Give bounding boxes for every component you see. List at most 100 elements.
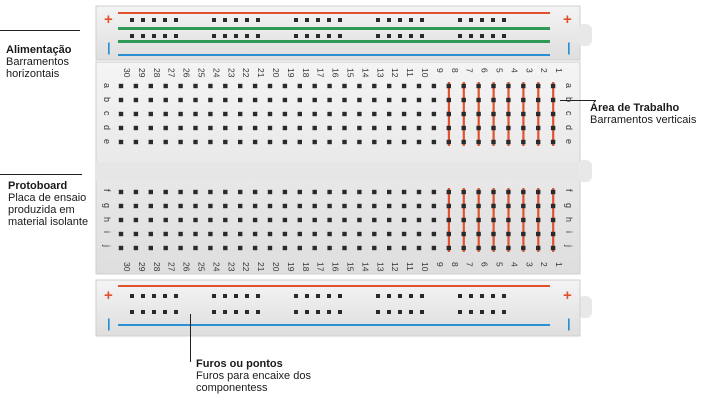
hole	[342, 97, 347, 103]
column-number-bottom: 6	[480, 262, 490, 267]
hole	[416, 83, 422, 89]
label-protoboard: Protoboard Placa de ensaio produzida em …	[8, 180, 98, 228]
rail-hole	[163, 18, 167, 22]
hole	[506, 245, 511, 251]
rail-hole	[174, 294, 178, 298]
rail-hole	[294, 294, 298, 298]
alimentacao-subtitle: Barramentos horizontais	[6, 56, 69, 80]
hole	[536, 203, 541, 209]
hole	[267, 125, 273, 131]
right-notch-mid	[578, 160, 592, 182]
right-notch-bottom	[578, 296, 592, 318]
rail-hole	[480, 18, 484, 22]
hole	[536, 125, 541, 131]
hole	[163, 217, 168, 223]
hole	[550, 245, 556, 251]
hole	[252, 245, 258, 251]
hole	[387, 139, 392, 145]
column-number-bottom: 13	[375, 262, 385, 272]
column-number-top: 25	[197, 68, 207, 78]
rail-hole	[212, 18, 216, 22]
hole	[297, 231, 302, 237]
hole	[267, 231, 273, 237]
top-green-line-2	[118, 40, 550, 43]
hole	[223, 217, 228, 223]
rail-hole	[174, 34, 178, 38]
hole	[536, 245, 541, 251]
hole	[312, 83, 317, 89]
hole	[178, 139, 183, 145]
hole	[461, 125, 466, 131]
column-number-bottom: 7	[465, 262, 475, 267]
hole	[238, 111, 243, 117]
column-number-bottom: 28	[152, 262, 162, 272]
hole	[446, 111, 451, 117]
hole	[521, 97, 526, 103]
hole	[267, 189, 273, 195]
row-letter-left: i	[102, 231, 112, 233]
hole	[178, 231, 183, 237]
row-letter-right: d	[564, 125, 574, 130]
leader-alimentacao	[0, 30, 80, 31]
rail-hole	[409, 34, 413, 38]
hole	[550, 111, 556, 117]
hole	[342, 125, 347, 131]
row-letter-left: a	[102, 83, 112, 88]
hole	[491, 97, 496, 103]
hole	[327, 97, 332, 103]
hole	[297, 111, 302, 117]
hole	[536, 97, 541, 103]
hole	[536, 231, 541, 237]
rail-hole	[212, 310, 216, 314]
rail-hole	[458, 294, 462, 298]
column-number-top: 13	[375, 68, 385, 78]
hole	[163, 125, 168, 131]
row-letter-left: c	[102, 111, 112, 116]
hole	[208, 203, 213, 209]
hole	[550, 217, 556, 223]
column-number-bottom: 22	[241, 262, 251, 272]
hole	[342, 231, 347, 237]
hole	[252, 217, 258, 223]
hole	[208, 217, 213, 223]
column-number-bottom: 17	[316, 262, 326, 272]
hole	[401, 139, 407, 145]
hole	[461, 139, 466, 145]
hole	[133, 231, 139, 237]
rail-hole	[163, 294, 167, 298]
rail-hole	[387, 34, 391, 38]
rail-hole	[469, 294, 473, 298]
hole	[357, 111, 362, 117]
hole	[178, 111, 183, 117]
hole	[118, 231, 124, 237]
hole	[476, 139, 481, 145]
hole	[223, 231, 228, 237]
hole	[387, 189, 392, 195]
hole	[431, 189, 437, 195]
label-furos: Furos ou pontos Furos para encaixe dos c…	[196, 358, 336, 394]
rail-hole	[458, 310, 462, 314]
hole	[401, 97, 407, 103]
column-number-top: 21	[256, 68, 266, 78]
hole	[312, 125, 317, 131]
hole	[133, 189, 139, 195]
hole	[163, 83, 168, 89]
hole	[506, 111, 511, 117]
hole	[550, 83, 556, 89]
hole	[282, 111, 288, 117]
hole	[297, 125, 302, 131]
hole	[327, 231, 332, 237]
hole	[387, 203, 392, 209]
top-blue-line	[118, 54, 550, 56]
column-number-bottom: 29	[137, 262, 147, 272]
label-area: Área de Trabalho Barramentos verticais	[590, 102, 702, 126]
rail-hole	[480, 34, 484, 38]
hole	[223, 189, 228, 195]
hole	[282, 203, 288, 209]
hole	[178, 203, 183, 209]
rail-hole	[458, 34, 462, 38]
rail-hole	[491, 18, 495, 22]
hole	[491, 111, 496, 117]
hole	[193, 231, 198, 237]
hole	[446, 83, 451, 89]
